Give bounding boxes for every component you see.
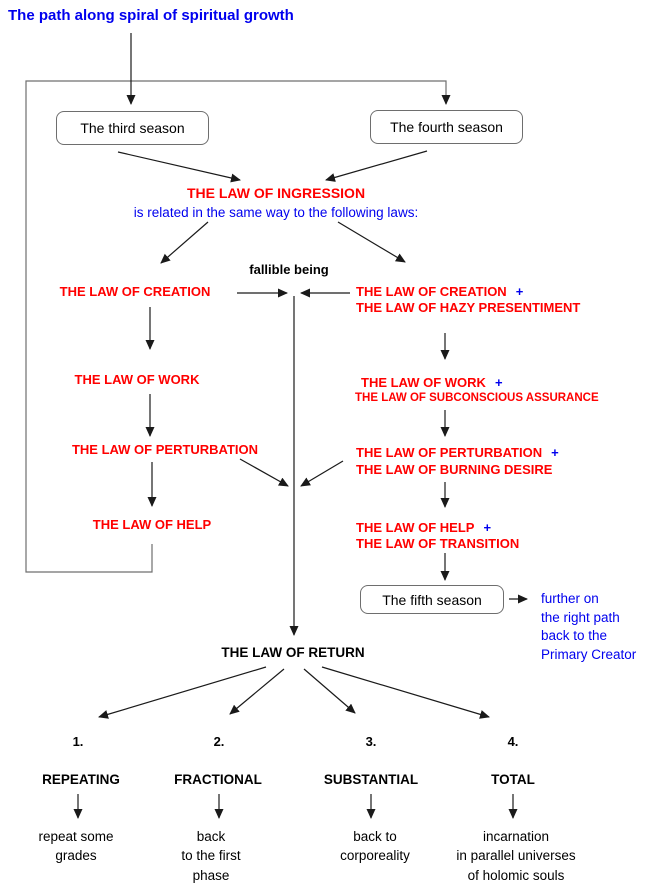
- right-paired-law-4: THE LAW OF TRANSITION: [356, 536, 520, 551]
- arrow-left-perturbation-to-center: [239, 458, 289, 487]
- desc-line: back to: [353, 829, 397, 844]
- plus-sign: +: [551, 445, 559, 460]
- third-season-box: The third season: [56, 111, 209, 145]
- plus-sign: +: [494, 375, 503, 390]
- right-law-row-3: THE LAW OF PERTURBATION +: [356, 445, 559, 462]
- outcome-repeating-label: REPEATING: [42, 772, 120, 787]
- arrow-right-perturbation-to-center: [300, 460, 344, 487]
- outcome-substantial-label: SUBSTANTIAL: [323, 772, 419, 787]
- desc-line: in parallel universes: [456, 848, 576, 864]
- desc-line: to the first: [181, 848, 241, 864]
- desc-line: phase: [192, 867, 230, 883]
- desc-line: repeat some: [38, 829, 114, 844]
- spiral-loop-line: [25, 80, 451, 573]
- outcome-1-number: 1.: [72, 734, 84, 749]
- desc-line: back: [196, 829, 226, 844]
- arrow-third-to-ingression: [117, 151, 241, 183]
- desc-line: corporeality: [340, 848, 410, 864]
- right-paired-law-2: THE LAW OF SUBCONSCIOUS ASSURANCE: [355, 392, 599, 404]
- law-of-creation: THE LAW OF CREATION: [59, 284, 211, 299]
- desc-line: incarnation: [482, 829, 550, 844]
- outcome-4-number: 4.: [507, 734, 519, 749]
- primary-creator-note: further on the right path back to the Pr…: [541, 590, 636, 664]
- outcome-repeating-desc: repeat some grades: [38, 827, 113, 866]
- outcome-2-number: 2.: [213, 734, 225, 749]
- note-line: further on: [541, 591, 599, 606]
- note-line: back to the: [541, 628, 608, 644]
- plus-sign: +: [483, 520, 492, 535]
- right-paired-law-1: THE LAW OF HAZY PRESENTIMENT: [356, 300, 581, 315]
- outcome-total-desc: incarnation in parallel universes of hol…: [456, 827, 575, 885]
- arrow-ingression-to-right: [337, 221, 406, 263]
- fallible-being-label: fallible being: [249, 262, 329, 277]
- outcome-3-number: 3.: [365, 734, 377, 749]
- note-line: Primary Creator: [541, 646, 637, 662]
- fourth-season-box: The fourth season: [370, 110, 523, 144]
- arrow-return-to-3: [303, 668, 356, 714]
- plus-sign: +: [515, 284, 524, 299]
- desc-line: of holomic souls: [467, 867, 565, 883]
- fourth-season-label: The fourth season: [390, 119, 503, 135]
- law-of-work: THE LAW OF WORK: [74, 372, 200, 387]
- law-of-perturbation: THE LAW OF PERTURBATION: [71, 442, 259, 457]
- third-season-label: The third season: [80, 120, 185, 136]
- law-of-ingression: THE LAW OF INGRESSION: [186, 185, 366, 201]
- arrow-return-to-1: [98, 666, 267, 719]
- fifth-season-box: The fifth season: [360, 585, 504, 614]
- ingression-subtitle: is related in the same way to the follow…: [133, 205, 419, 220]
- outcome-substantial-desc: back to corporeality: [340, 827, 410, 866]
- law-of-help: THE LAW OF HELP: [92, 517, 212, 532]
- outcome-total-label: TOTAL: [491, 772, 535, 787]
- right-law-row-4: THE LAW OF HELP +: [356, 520, 491, 537]
- right-law-row-2: THE LAW OF WORK +: [361, 375, 503, 392]
- note-line: the right path: [541, 609, 620, 625]
- right-law-2: THE LAW OF WORK: [361, 375, 486, 390]
- right-law-3: THE LAW OF PERTURBATION: [356, 445, 543, 460]
- page-title: The path along spiral of spiritual growt…: [8, 7, 294, 24]
- right-law-4: THE LAW OF HELP: [356, 520, 475, 535]
- arrow-fourth-to-ingression: [325, 150, 428, 182]
- outcome-fractional-label: FRACTIONAL: [174, 772, 262, 787]
- arrow-return-to-4: [321, 666, 490, 719]
- right-law-row-1: THE LAW OF CREATION +: [356, 284, 523, 301]
- desc-line: grades: [55, 848, 97, 864]
- arrow-return-to-2: [229, 668, 285, 715]
- right-law-1: THE LAW OF CREATION: [356, 284, 507, 299]
- law-of-return: THE LAW OF RETURN: [221, 645, 365, 660]
- fifth-season-label: The fifth season: [382, 591, 482, 608]
- right-paired-law-3: THE LAW OF BURNING DESIRE: [356, 462, 553, 477]
- outcome-fractional-desc: back to the first phase: [181, 827, 240, 885]
- arrow-ingression-to-left: [160, 221, 209, 264]
